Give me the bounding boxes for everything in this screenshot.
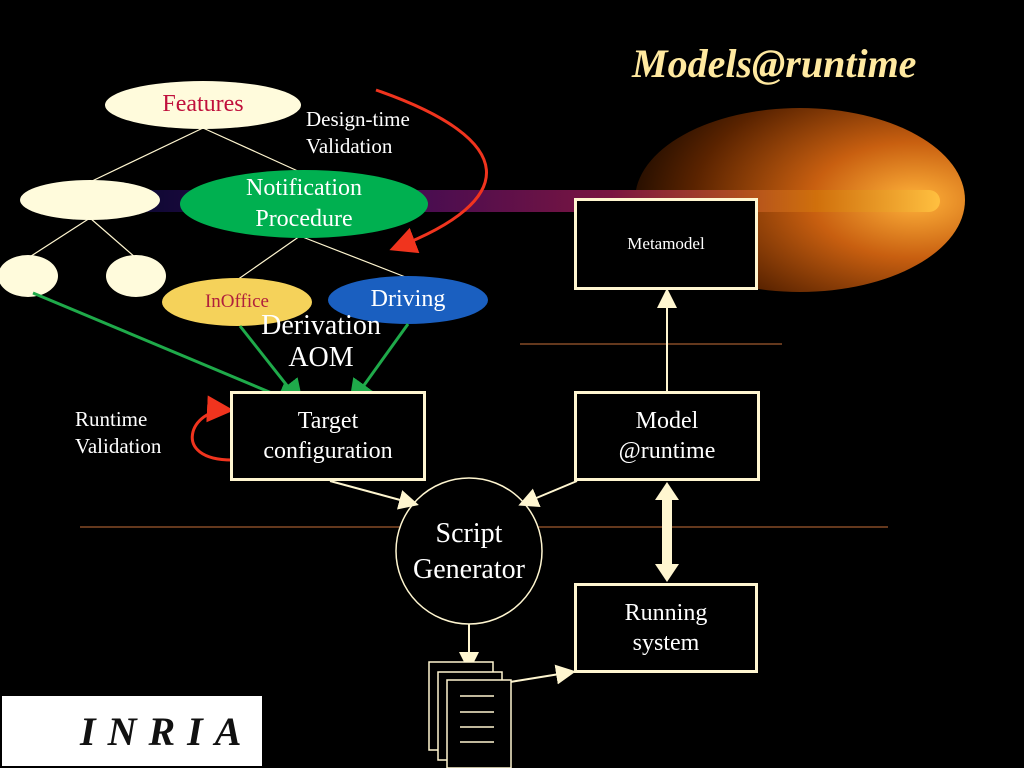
notification-label: Notification Procedure xyxy=(246,174,362,232)
derivation-arrow-driving xyxy=(348,323,410,407)
derivation-label: Derivation AOM xyxy=(261,310,381,374)
features-label: Features xyxy=(162,91,244,118)
model-running-sync-arrow xyxy=(655,482,679,582)
script-generator-label: Script Generator xyxy=(413,517,525,585)
model-to-generator-arrow xyxy=(518,480,578,508)
derivation-arrow-inoffice xyxy=(238,325,304,407)
scripts-to-running-arrow xyxy=(509,664,576,685)
model-runtime-label: Model @runtime xyxy=(618,408,716,464)
metamodel-box: Metamodel xyxy=(574,198,758,290)
leaf-node-left xyxy=(0,255,58,297)
features-node: Features xyxy=(105,82,301,128)
inria-logo-text: INRIA xyxy=(80,708,254,754)
target-configuration-label: Target configuration xyxy=(263,408,393,464)
script-documents-icon xyxy=(428,661,512,768)
derivation-arrow-leaf xyxy=(32,291,304,409)
driving-node: Driving xyxy=(328,276,488,324)
runtime-validation-arrow xyxy=(190,395,234,462)
inoffice-node-shape xyxy=(162,278,312,326)
metamodel-label: Metamodel xyxy=(627,234,705,254)
target-to-generator-arrow xyxy=(329,480,419,510)
model-runtime-box: Model @runtime xyxy=(574,391,760,481)
notification-node-shape xyxy=(180,170,428,238)
design-time-label: Design-time Validation xyxy=(306,107,410,159)
leaf-node-right xyxy=(106,255,166,297)
runtime-validation-label: Runtime Validation xyxy=(75,407,162,459)
features-node-shape xyxy=(105,81,301,129)
slide-title: Models@runtime xyxy=(632,41,917,86)
inoffice-label: InOffice xyxy=(204,290,269,312)
inoffice-node: InOffice xyxy=(162,278,312,326)
running-system-box: Running system xyxy=(574,583,758,673)
running-system-label: Running system xyxy=(624,600,708,656)
script-generator-node: Script Generator xyxy=(396,510,542,594)
notification-node: Notification Procedure xyxy=(180,170,428,238)
unnamed-feature-node xyxy=(20,180,160,220)
driving-node-shape xyxy=(328,276,488,324)
inria-logo: INRIA xyxy=(2,696,262,766)
target-configuration-box: Target configuration xyxy=(230,391,426,481)
feature-tree-edges xyxy=(27,127,409,281)
driving-label: Driving xyxy=(370,286,446,313)
design-time-arrow xyxy=(375,88,488,254)
